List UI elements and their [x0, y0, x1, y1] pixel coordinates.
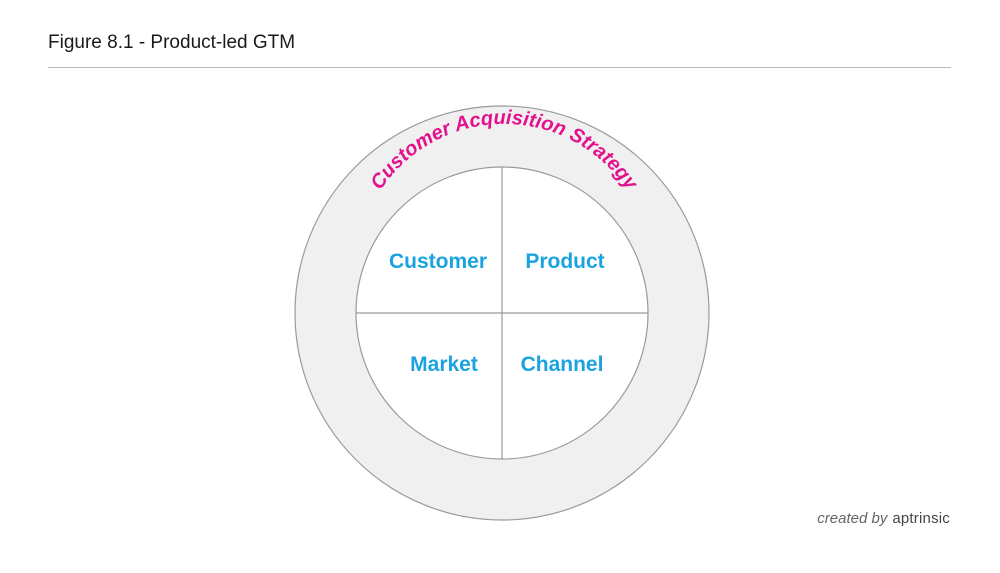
credit-line: created by aptrinsic: [817, 510, 950, 527]
credit-prefix: created by: [817, 510, 888, 527]
quadrant-market: Market: [410, 353, 478, 376]
brand-logo: aptrinsic: [892, 510, 950, 527]
quadrant-channel: Channel: [521, 353, 604, 376]
figure-title: Figure 8.1 - Product-led GTM: [48, 32, 296, 53]
title-divider: [48, 67, 951, 68]
quadrant-customer: Customer: [389, 250, 487, 273]
quadrant-product: Product: [525, 250, 604, 273]
